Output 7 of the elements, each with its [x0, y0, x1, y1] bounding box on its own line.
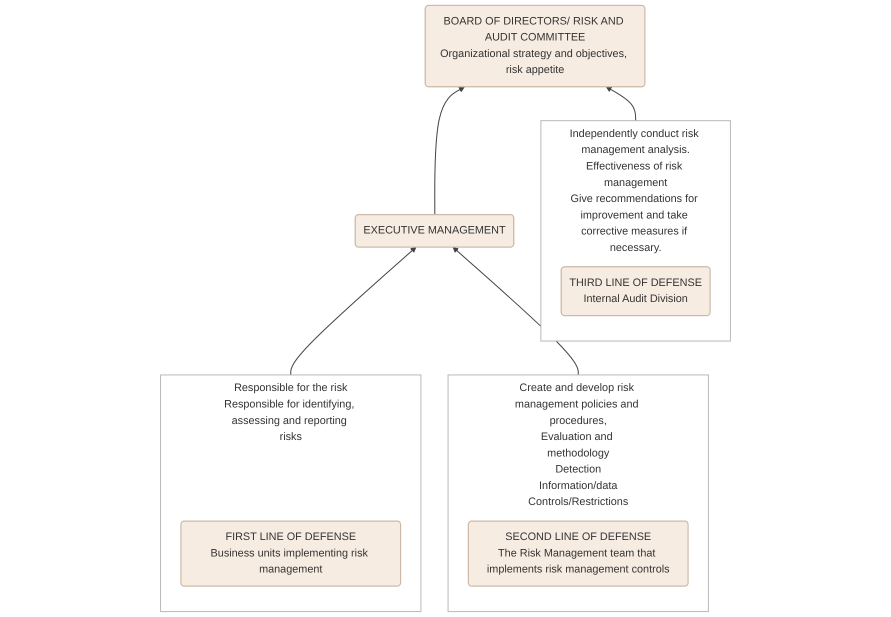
- cluster: [540, 120, 731, 342]
- arrow: [452, 246, 579, 375]
- arrow: [434, 86, 465, 215]
- arrow: [606, 86, 636, 121]
- cluster: [160, 374, 422, 612]
- cluster: [448, 374, 709, 612]
- arrow: [290, 246, 416, 375]
